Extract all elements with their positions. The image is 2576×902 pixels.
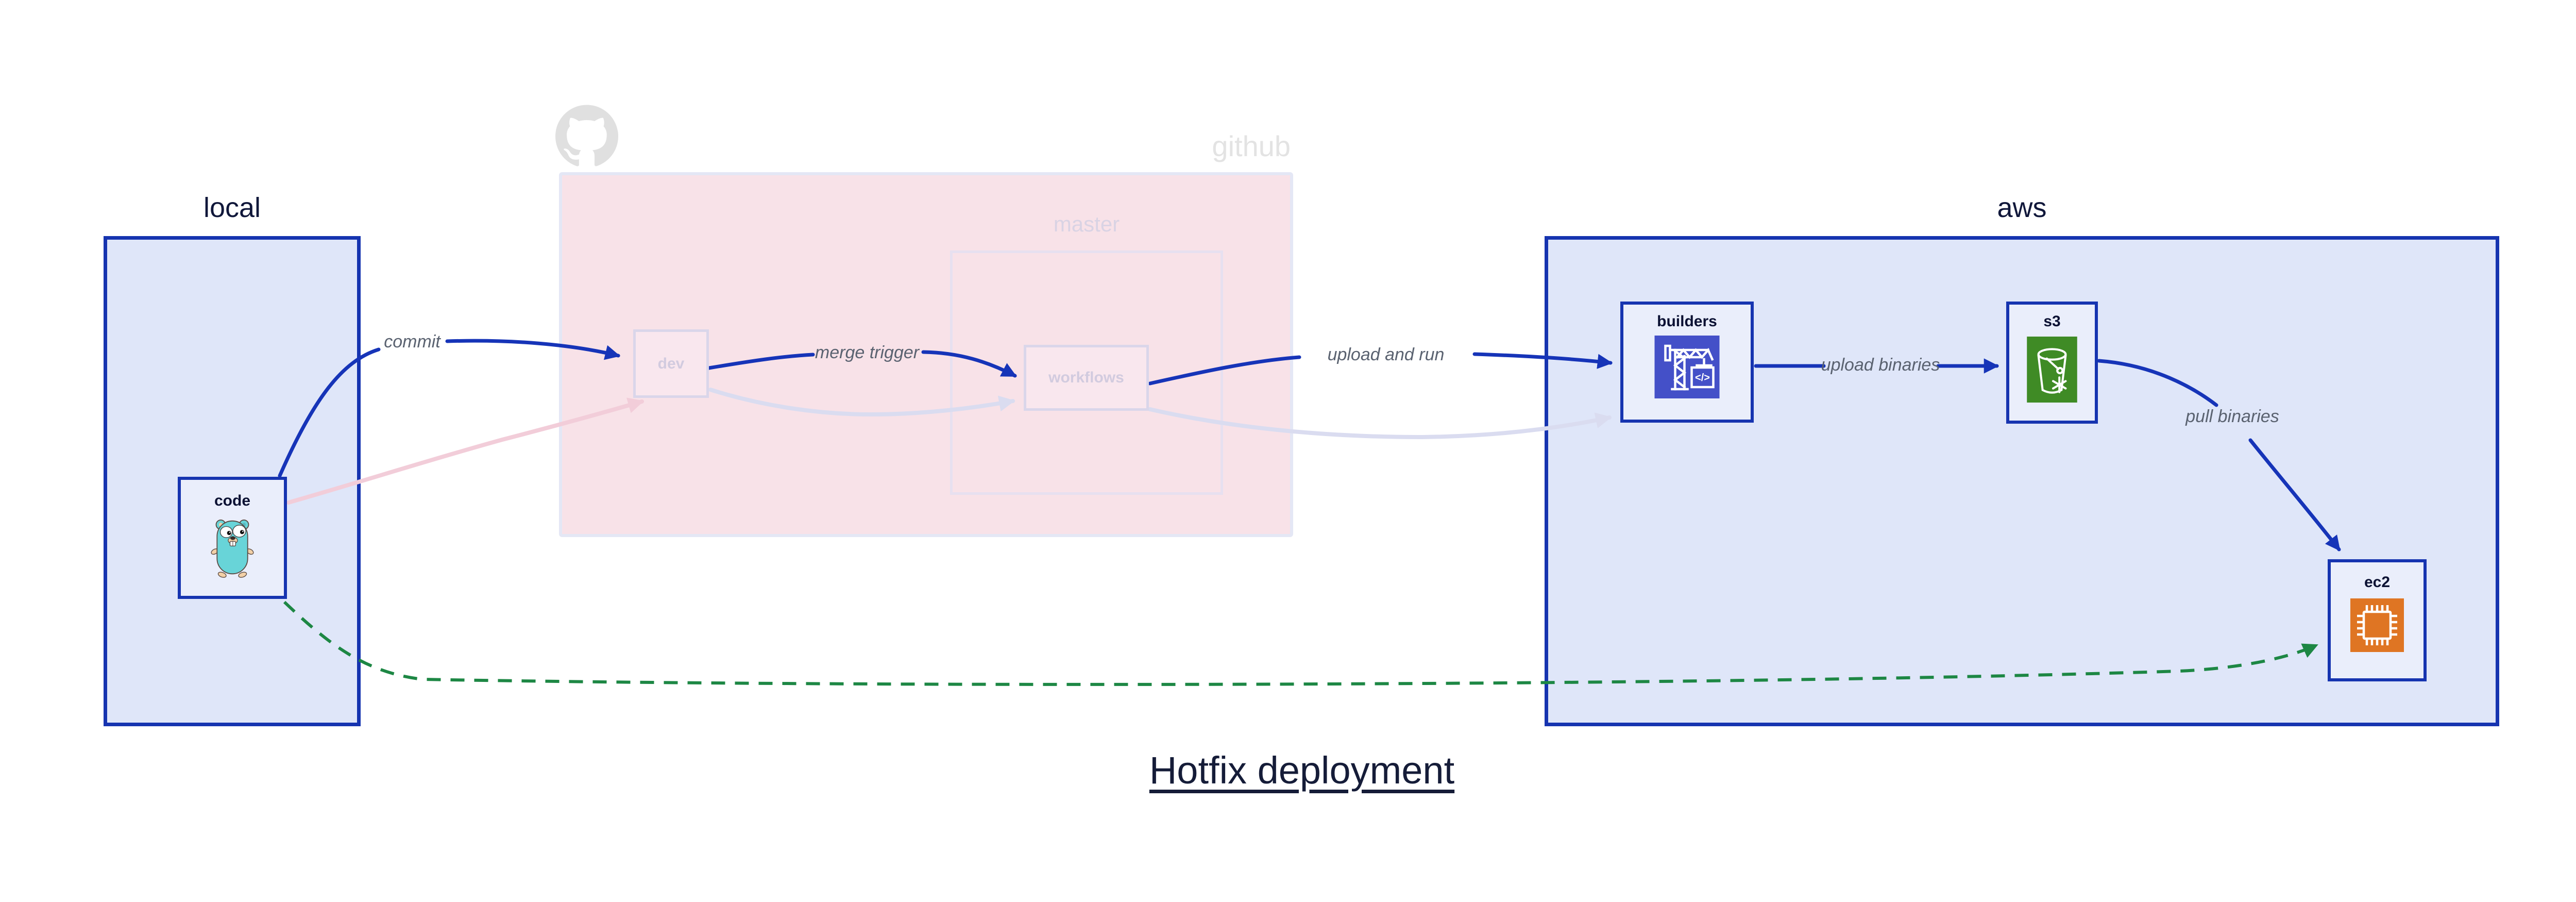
node-workflows-label: workflows (1048, 369, 1124, 386)
master-branch-box-faded (950, 250, 1223, 495)
edge-upload-and-run-b (1472, 352, 1613, 369)
edge-label-merge-trigger: merge trigger (815, 343, 920, 362)
codebuild-icon-text: </> (1695, 372, 1710, 383)
edge-upload-and-run-a (1148, 355, 1301, 386)
edge-pull-binaries-b (2248, 438, 2341, 552)
edge-merge-trigger-a (707, 353, 815, 370)
edge-label-upload-and-run: upload and run (1327, 345, 1445, 364)
node-code: code (178, 477, 287, 599)
github-group-label: github (1212, 130, 1291, 162)
master-branch-label: master (1053, 212, 1120, 236)
node-ec2-label: ec2 (2364, 574, 2391, 591)
github-octocat-icon (555, 104, 618, 167)
node-builders: builders </> (1620, 302, 1754, 423)
local-group-label: local (203, 192, 261, 223)
s3-glacier-bucket-icon (2027, 337, 2077, 405)
node-workflows-faded: workflows (1024, 345, 1149, 411)
node-ec2: ec2 (2328, 559, 2427, 681)
node-code-label: code (214, 492, 251, 509)
edge-label-upload-binaries: upload binaries (1821, 355, 1940, 375)
edge-hotfix-bypass (283, 600, 2318, 686)
edge-faded-code-to-dev (286, 397, 645, 505)
edge-label-commit: commit (384, 332, 440, 352)
aws-group-label: aws (1997, 192, 2047, 223)
go-gopher-icon (209, 517, 256, 580)
edge-commit-b (445, 339, 620, 360)
edge-label-pull-binaries: pull binaries (2185, 407, 2279, 426)
node-builders-label: builders (1657, 313, 1717, 330)
edge-faded-workflows-to-builders (1148, 407, 1612, 440)
edge-pull-binaries-a (2097, 359, 2218, 407)
node-dev-label: dev (657, 355, 685, 372)
diagram-title: Hotfix deployment (1149, 749, 1455, 792)
codebuild-crane-icon: </> (1654, 336, 1720, 401)
node-s3: s3 (2006, 302, 2098, 424)
edge-faded-dev-to-workflows (708, 388, 1015, 417)
edge-commit-a (278, 347, 381, 478)
ec2-chip-icon (2350, 598, 2404, 655)
edge-merge-trigger-b (921, 350, 1017, 378)
node-dev-faded: dev (633, 329, 709, 398)
node-s3-label: s3 (2043, 313, 2061, 330)
